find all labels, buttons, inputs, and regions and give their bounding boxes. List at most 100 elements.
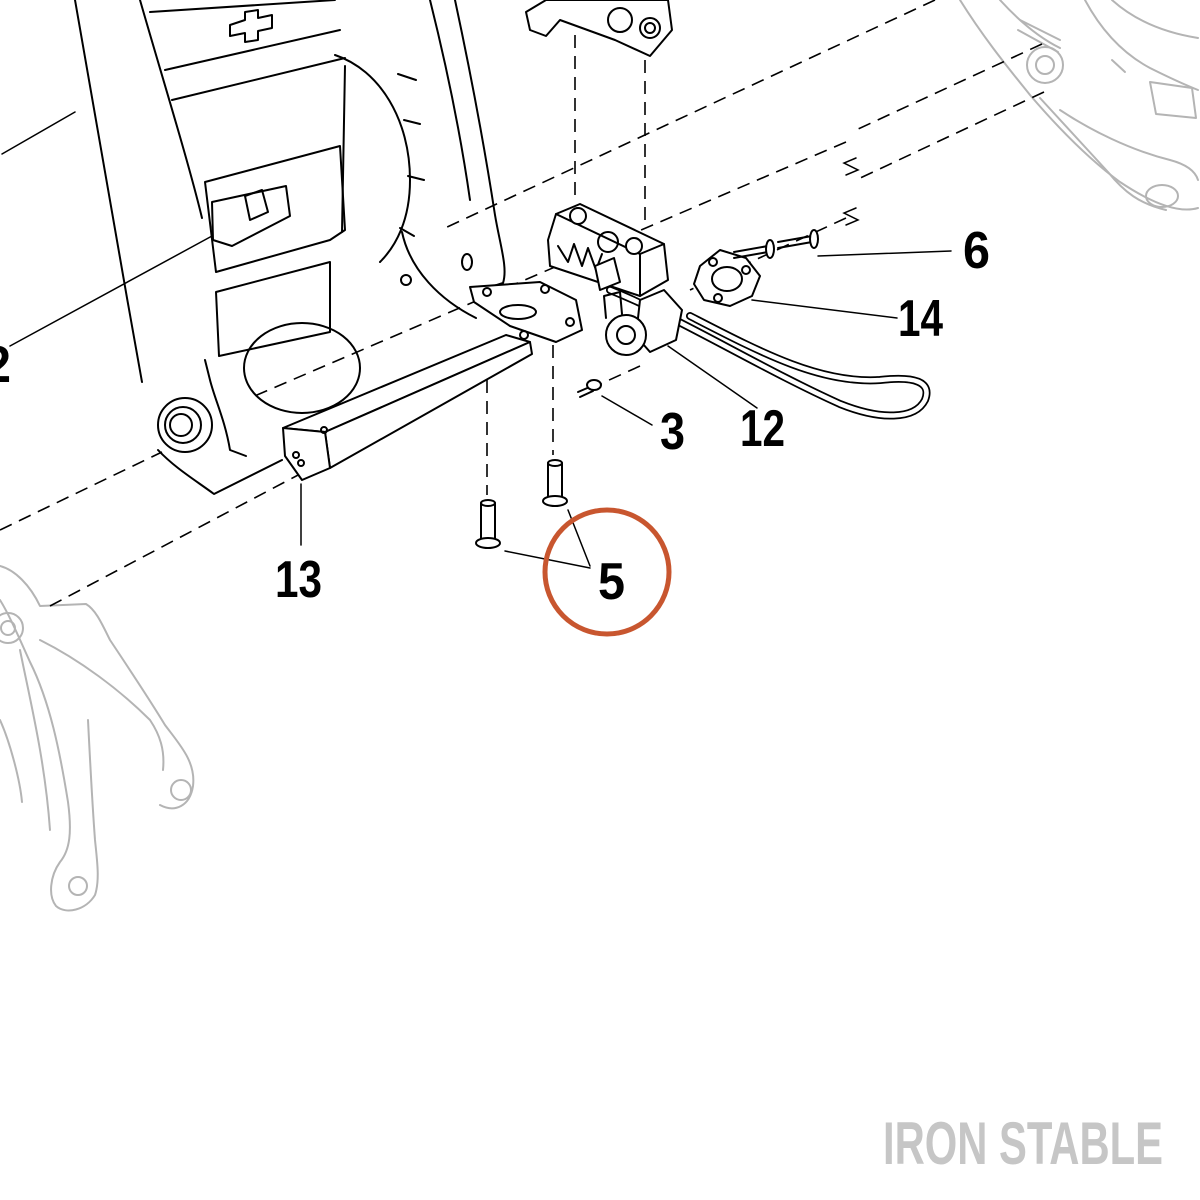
callout-label-5: 5 — [598, 553, 625, 611]
ghost-outline — [1111, 0, 1199, 39]
screw-shaft — [777, 241, 813, 249]
screw-shaft — [733, 245, 769, 253]
callout-label-3: 3 — [660, 403, 685, 461]
alignment-line — [0, 451, 163, 531]
alignment-line — [49, 473, 301, 607]
frame-hub — [157, 397, 213, 453]
callout-label-13: 13 — [275, 551, 322, 609]
frame-slat — [171, 57, 346, 101]
recline-mechanism — [547, 203, 669, 297]
ghost-outline — [999, 0, 1061, 49]
pin-body — [547, 462, 563, 501]
cross-icon — [229, 9, 273, 43]
frame-outer-left — [74, 0, 143, 383]
pulley-arm — [603, 291, 623, 319]
frame-inner-right — [429, 0, 471, 201]
watermark-text: IRON STABLE — [883, 1110, 1163, 1177]
mounting-plate-hole — [565, 317, 575, 327]
frame-lower — [157, 449, 283, 495]
frame-bracket-box — [204, 145, 346, 273]
screw-head — [765, 239, 775, 259]
callout-label-14: 14 — [898, 290, 943, 348]
release-cable-part-12 — [603, 286, 931, 420]
ghost-hub — [1145, 184, 1179, 208]
ghost-outline — [1039, 97, 1167, 211]
pin-head — [475, 537, 501, 549]
callout-label-6: 6 — [963, 222, 990, 280]
frame-slat — [164, 29, 341, 71]
plate-hole — [713, 293, 723, 303]
ghost-hub — [1035, 55, 1055, 75]
seat-back-frame — [74, 0, 506, 495]
plate-hole — [708, 257, 718, 267]
leader-line-top-left — [1, 111, 76, 155]
bolt-part-3 — [577, 379, 602, 398]
screws-part-6 — [733, 229, 819, 259]
alignment-line — [444, 0, 936, 229]
alignment-line — [595, 365, 641, 387]
callout-labels: 2 6 14 3 12 13 5 — [0, 222, 990, 611]
pin-top — [547, 459, 563, 467]
callout-label-12: 12 — [740, 400, 785, 458]
ghost-outline — [1084, 0, 1199, 91]
mechanism-hole — [597, 231, 619, 253]
frame-slat — [149, 0, 336, 13]
ghost-outline — [0, 565, 195, 810]
ghost-hub — [0, 612, 24, 644]
ghost-outline — [1059, 109, 1199, 181]
mounting-plate-slot — [499, 304, 537, 320]
frame-hub-bore — [169, 413, 193, 437]
alignment-line — [855, 91, 1045, 181]
mechanism-block — [547, 203, 669, 297]
mechanism-screw — [569, 207, 587, 225]
cable-inner — [607, 287, 929, 418]
leader-line-3 — [601, 395, 653, 426]
ghost-outline — [1149, 81, 1197, 119]
screw-head — [809, 229, 819, 249]
callout-label-2: 2 — [0, 336, 11, 394]
ghost-outline — [0, 719, 23, 803]
bracket-tube-part-13 — [282, 281, 583, 481]
highlight-circle — [542, 507, 672, 637]
top-bracket-body — [525, 0, 673, 57]
ghost-frame-part-top-right — [959, 0, 1199, 211]
mounting-plate-hole — [482, 287, 492, 297]
mounting-plate-hole — [519, 330, 529, 340]
plate-hole — [741, 265, 751, 275]
frame-small-hole — [461, 253, 473, 271]
frame-lower-inner — [204, 359, 247, 457]
mechanism-clip — [594, 257, 621, 291]
top-bracket-hole — [607, 7, 633, 33]
mechanism-edge — [555, 213, 665, 297]
frame-bracket — [211, 185, 291, 247]
frame-oval-cutout — [243, 322, 361, 414]
alignment-line — [855, 43, 1043, 131]
tube-hole — [320, 426, 328, 434]
leader-line-6 — [817, 250, 952, 257]
tube-hole — [292, 451, 300, 459]
ghost-hub — [0, 620, 16, 636]
top-bracket-hole — [639, 17, 661, 39]
frame-inner-left — [139, 0, 203, 219]
break-mark — [842, 207, 860, 226]
frame-bracket-tab — [244, 189, 269, 221]
screw-shaft — [777, 235, 813, 243]
tube-front-face — [282, 427, 331, 481]
frame-hub-ring — [164, 406, 202, 444]
ghost-frame-part-bottom-left — [0, 565, 195, 912]
frame-cable-guide — [401, 231, 477, 319]
top-bracket-hole — [644, 22, 656, 34]
ghost-outline — [39, 639, 165, 771]
break-mark — [842, 157, 860, 176]
pins-part-5 — [475, 459, 568, 549]
cover-plate-part-14 — [693, 249, 761, 307]
tube-hole — [297, 459, 305, 467]
ghost-hub — [68, 876, 88, 896]
bolt-head — [586, 379, 602, 391]
ghost-outline — [1017, 19, 1126, 73]
screw-shaft — [733, 251, 769, 259]
mechanism-screw — [625, 237, 643, 255]
frame-shroud — [334, 54, 411, 263]
